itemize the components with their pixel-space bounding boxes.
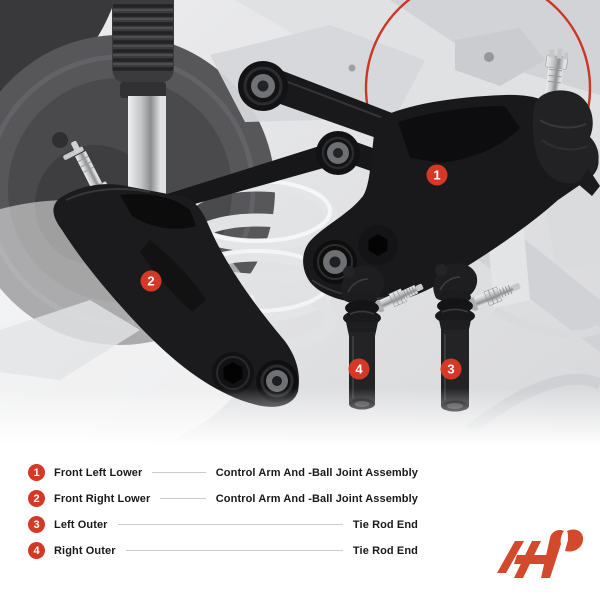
tie-rod-end-right-outer — [341, 265, 424, 410]
suspension-parts-photo: 1 2 3 4 — [0, 0, 600, 465]
marker-badge-3: 3 — [440, 358, 462, 380]
legend-connector-line — [117, 524, 343, 525]
legend-badge-3: 3 — [28, 516, 45, 533]
svg-text:2: 2 — [147, 274, 154, 289]
parts-legend: 1 Front Left Lower Control Arm And -Ball… — [28, 464, 418, 568]
marker-badge-2: 2 — [140, 270, 162, 292]
legend-label: Left Outer — [54, 518, 108, 531]
svg-text:4: 4 — [355, 362, 363, 377]
legend-description: Control Arm And -Ball Joint Assembly — [215, 492, 418, 505]
legend-connector-line — [160, 498, 206, 499]
svg-text:3: 3 — [447, 362, 454, 377]
legend-badge-2: 2 — [28, 490, 45, 507]
legend-row-2: 2 Front Right Lower Control Arm And -Bal… — [28, 490, 418, 507]
legend-connector-line — [125, 550, 343, 551]
legend-label: Right Outer — [54, 544, 116, 557]
legend-connector-line — [152, 472, 206, 473]
legend-badge-1: 1 — [28, 464, 45, 481]
control-arm-front-left — [148, 48, 600, 304]
legend-badge-4: 4 — [28, 542, 45, 559]
photo-fade — [0, 388, 600, 465]
legend-description: Tie Rod End — [352, 544, 418, 557]
legend-description: Tie Rod End — [352, 518, 418, 531]
legend-label: Front Right Lower — [54, 492, 151, 505]
legend-description: Control Arm And -Ball Joint Assembly — [215, 466, 418, 479]
marker-badge-4: 4 — [348, 358, 370, 380]
legend-label: Front Left Lower — [54, 466, 143, 479]
a-premium-logo-icon — [497, 529, 584, 578]
svg-text:1: 1 — [433, 168, 440, 183]
legend-row-4: 4 Right Outer Tie Rod End — [28, 542, 418, 559]
legend-row-1: 1 Front Left Lower Control Arm And -Ball… — [28, 464, 418, 481]
marker-badge-1: 1 — [426, 164, 448, 186]
legend-row-3: 3 Left Outer Tie Rod End — [28, 516, 418, 533]
